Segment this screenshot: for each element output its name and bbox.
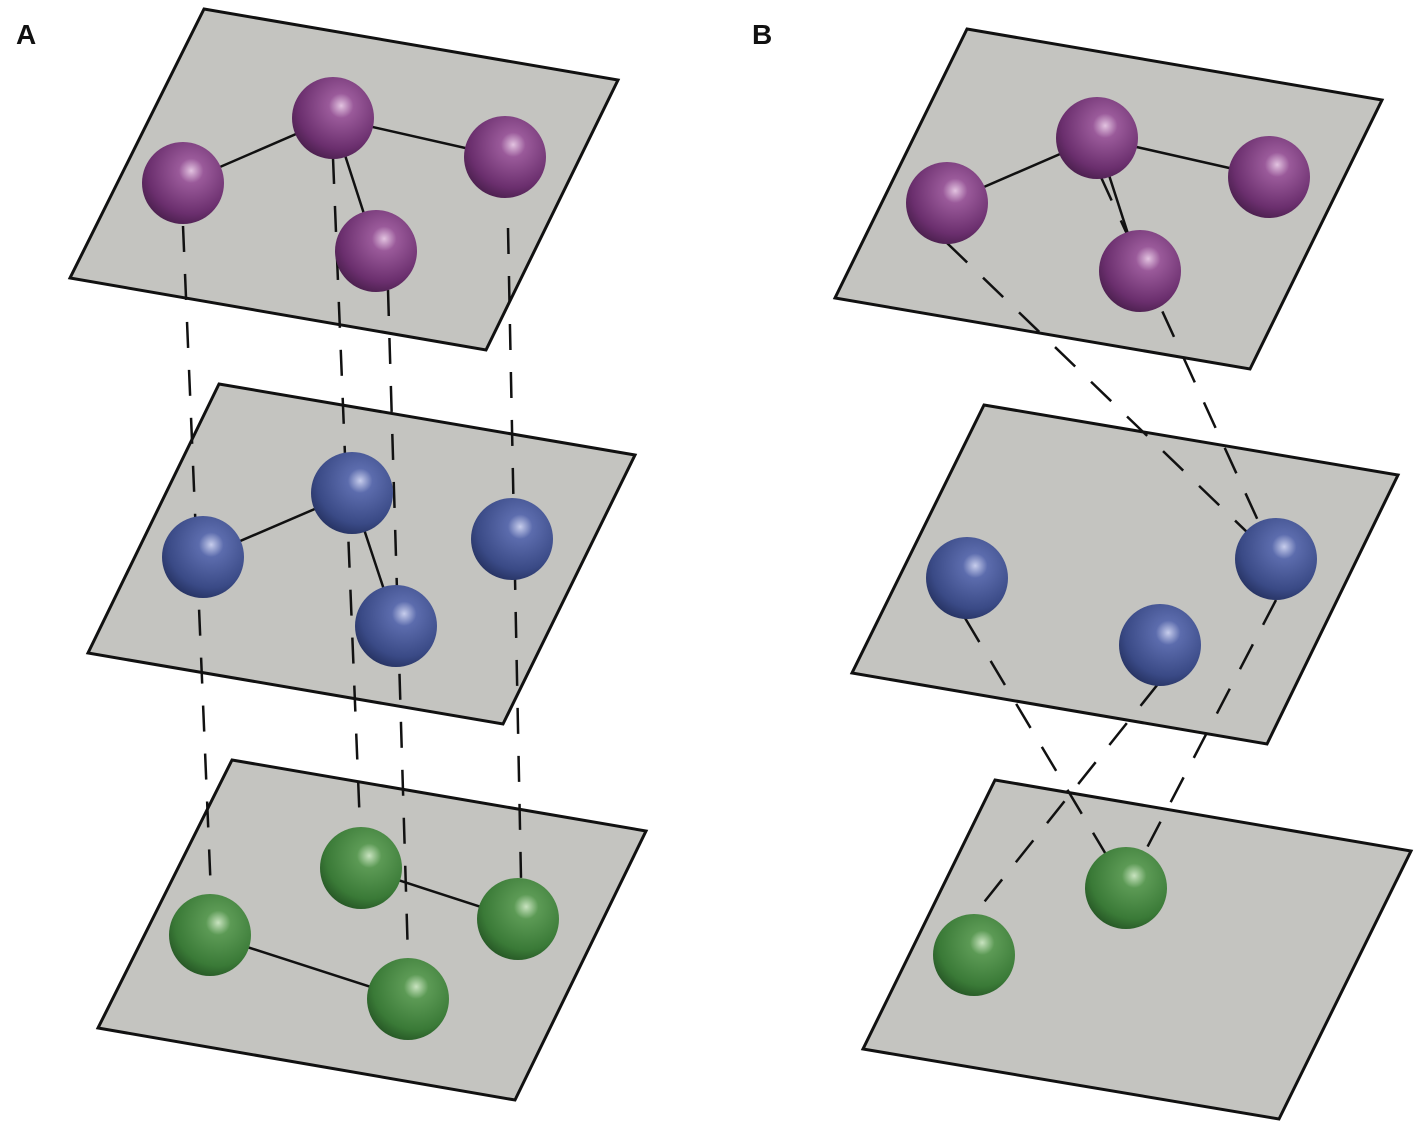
interlayer-links-a bbox=[181, 157, 523, 959]
node bbox=[355, 585, 437, 667]
node bbox=[311, 452, 393, 534]
panel-label-b: B bbox=[752, 19, 772, 50]
layer-b-2-nodes bbox=[926, 518, 1317, 686]
node bbox=[169, 894, 251, 976]
interlayer-link bbox=[1124, 599, 1278, 889]
interlayer-link bbox=[386, 289, 410, 959]
panel-a: A bbox=[16, 7, 649, 1102]
layer-plane-b-1 bbox=[832, 27, 1385, 371]
layer-plane-a-2 bbox=[85, 382, 638, 726]
layer-a-1-nodes bbox=[142, 77, 546, 292]
interlayer-link bbox=[181, 225, 213, 895]
node bbox=[933, 914, 1015, 996]
node bbox=[906, 162, 988, 244]
interlayer-link bbox=[331, 157, 362, 828]
node bbox=[162, 516, 244, 598]
node bbox=[471, 498, 553, 580]
node bbox=[320, 827, 402, 909]
node bbox=[292, 77, 374, 159]
node bbox=[477, 878, 559, 960]
layer-plane-b-2 bbox=[849, 403, 1401, 746]
node bbox=[1228, 136, 1310, 218]
panel-label-a: A bbox=[16, 19, 36, 50]
layer-a-2-nodes bbox=[162, 452, 553, 667]
node bbox=[335, 210, 417, 292]
layer-b-1-nodes bbox=[906, 97, 1310, 312]
node bbox=[464, 116, 546, 198]
layer-plane-b-3 bbox=[860, 778, 1414, 1121]
node bbox=[1085, 847, 1167, 929]
interlayer-link bbox=[506, 227, 523, 879]
panel-b: B bbox=[752, 19, 1414, 1121]
node bbox=[1099, 230, 1181, 312]
node bbox=[1119, 604, 1201, 686]
node bbox=[926, 537, 1008, 619]
interlayer-link bbox=[946, 242, 1277, 561]
node bbox=[367, 958, 449, 1040]
layer-plane-a-1 bbox=[67, 7, 621, 352]
layer-a-3-nodes bbox=[169, 827, 559, 1040]
node bbox=[1056, 97, 1138, 179]
layer-plane-a-3 bbox=[95, 758, 649, 1102]
node bbox=[1235, 518, 1317, 600]
layer-b-3-nodes bbox=[933, 847, 1167, 996]
interlayer-link bbox=[963, 617, 1128, 889]
node bbox=[142, 142, 224, 224]
